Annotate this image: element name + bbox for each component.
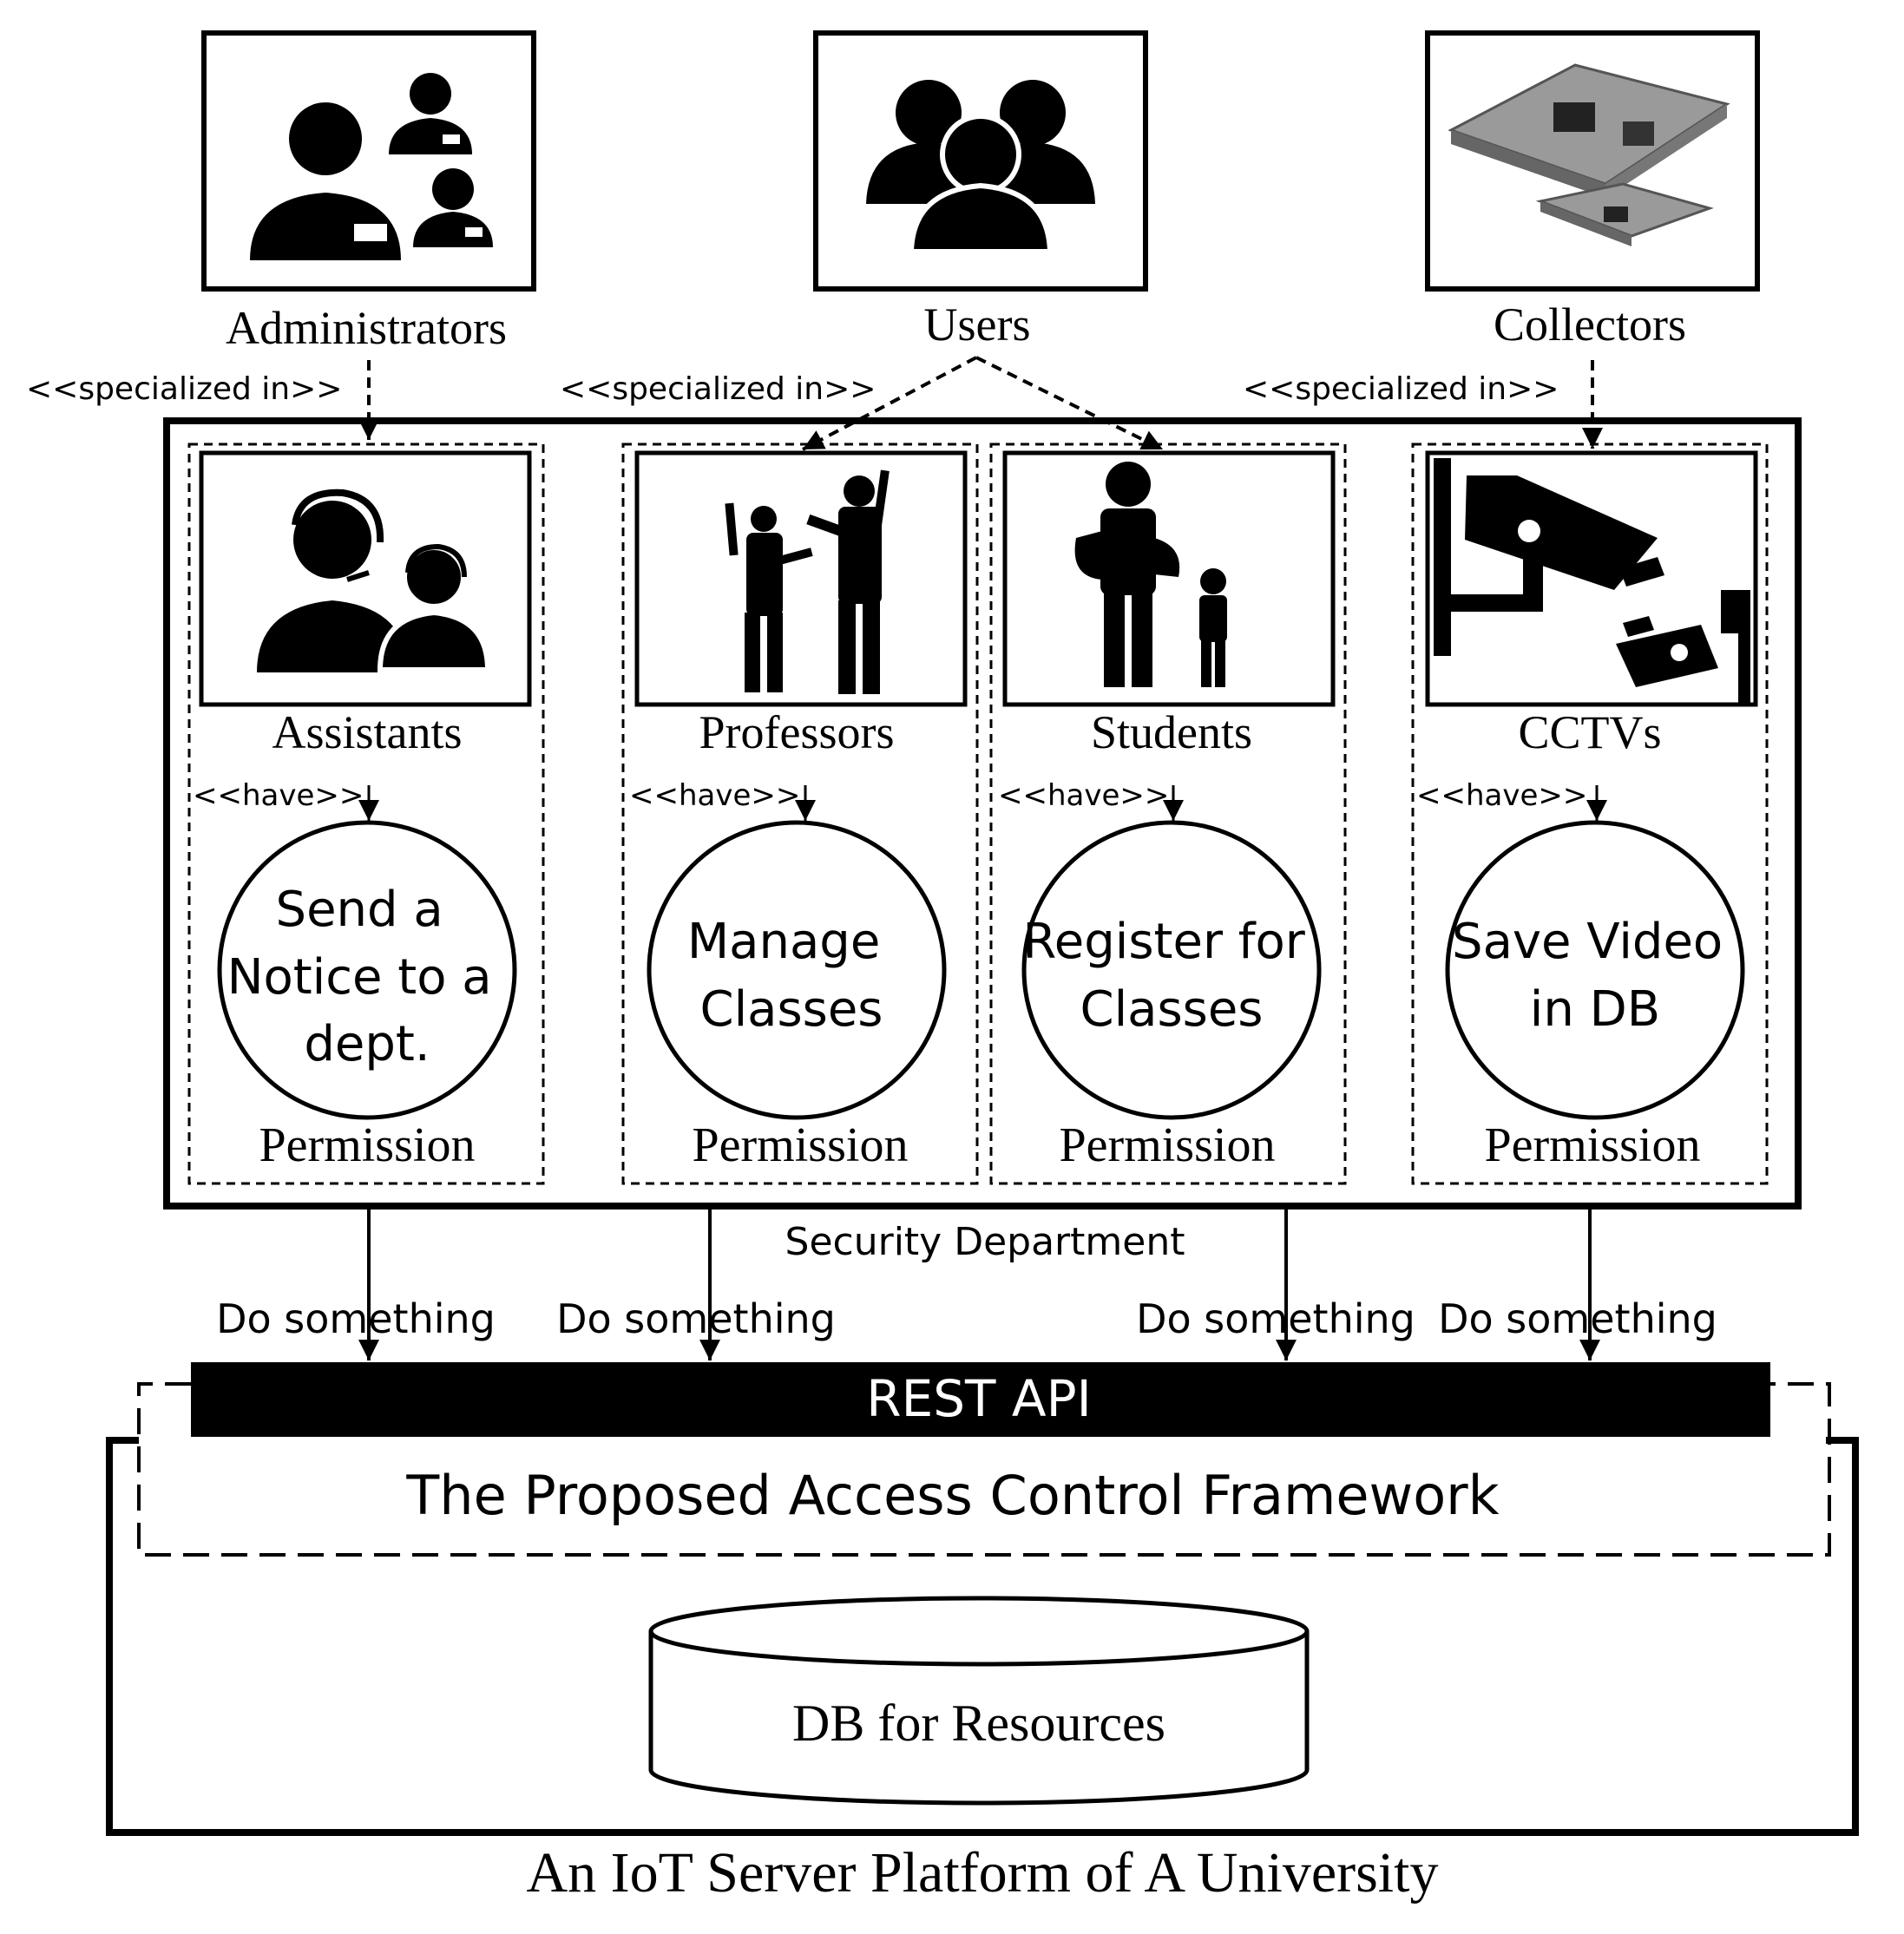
actor-collectors: Collectors [1425,30,1760,351]
action-label-assistants: Do something [216,1295,496,1342]
specialized-label-administrators: <<specialized in>> [26,371,342,407]
administrators-label: Administrators [226,302,507,354]
permission-text-students-line-2: Classes [1080,981,1264,1038]
framework-label: The Proposed Access Control Framework [405,1464,1499,1527]
permission-text-cctvs-line-2: in DB [1530,981,1660,1038]
permission-label-assistants: Permission [259,1118,476,1172]
collectors-label: Collectors [1494,298,1686,351]
specialized-label-users: <<specialized in>> [560,371,876,407]
permission-text-cctvs: Save Video in DB [1452,914,1738,1038]
administrators-icon [250,73,493,260]
permission-text-professors-line-1: Manage [687,914,880,970]
permission-circle-assistants [217,820,517,1120]
students-frame [1002,450,1336,707]
database-label: DB for Resources [792,1695,1165,1752]
assistants-headset-icon [257,488,491,672]
permission-circle-cctvs [1445,820,1745,1120]
iot-board-icon [1448,63,1730,246]
role-column-students [989,443,1347,1185]
students-icon [1074,462,1227,687]
users-frame [813,30,1148,292]
framework-box [137,1382,1831,1557]
permission-text-professors: Manage Classes [687,914,896,1038]
rest-api-label: REST API [866,1369,1091,1428]
database-cylinder [648,1596,1310,1806]
permission-text-assistants-line-2: Notice to a [227,949,492,1006]
security-department-box [163,417,1802,1210]
professors-icon [725,469,890,694]
role-column-professors [621,443,979,1185]
permission-text-students-line-1: Register for [1022,914,1305,970]
specialized-label-collectors: <<specialized in>> [1243,371,1559,407]
role-label-assistants: Assistants [272,706,462,758]
action-label-professors: Do something [556,1295,836,1342]
permission-text-professors-line-2: Classes [700,981,883,1038]
role-column-assistants [187,443,545,1185]
rest-api-bar [191,1362,1770,1437]
actor-administrators: Administrators [201,30,536,354]
permission-text-assistants-line-3: dept. [304,1016,430,1072]
have-label-professors: <<have>> [629,778,800,813]
action-label-students: Do something [1136,1295,1415,1342]
permission-label-cctvs: Permission [1485,1118,1701,1172]
collectors-frame [1425,30,1760,292]
permission-text-assistants: Send a Notice to a dept. [227,882,508,1072]
platform-label: An IoT Server Platform of A University [527,1841,1439,1904]
platform-box [106,1437,1859,1836]
users-group-icon [866,80,1095,254]
permission-text-students: Register for Classes [1022,914,1320,1038]
administrators-frame [201,30,536,292]
specialization-arrow-professors [802,356,977,451]
permission-circle-students [1021,820,1322,1120]
role-column-cctvs [1411,443,1769,1185]
professors-frame [634,450,968,707]
cctvs-frame [1425,450,1758,707]
security-department-label: Security Department [785,1220,1185,1264]
specialization-arrow-students [975,356,1164,451]
have-label-assistants: <<have>> [193,778,364,813]
role-label-cctvs: CCTVs [1518,706,1661,758]
permission-circle-professors [647,820,947,1120]
actor-users: Users [813,30,1148,351]
role-label-professors: Professors [699,706,895,758]
permission-label-professors: Permission [693,1118,909,1172]
role-label-students: Students [1091,706,1252,758]
permission-text-cctvs-line-1: Save Video [1452,914,1723,970]
cctv-camera-icon [1434,458,1750,705]
action-label-cctvs: Do something [1438,1295,1717,1342]
have-label-cctvs: <<have>> [1416,778,1587,813]
users-label: Users [924,298,1031,351]
permission-text-assistants-line-1: Send a [276,882,443,938]
assistants-frame [199,450,532,707]
permission-label-students: Permission [1060,1118,1276,1172]
have-label-students: <<have>> [998,778,1169,813]
